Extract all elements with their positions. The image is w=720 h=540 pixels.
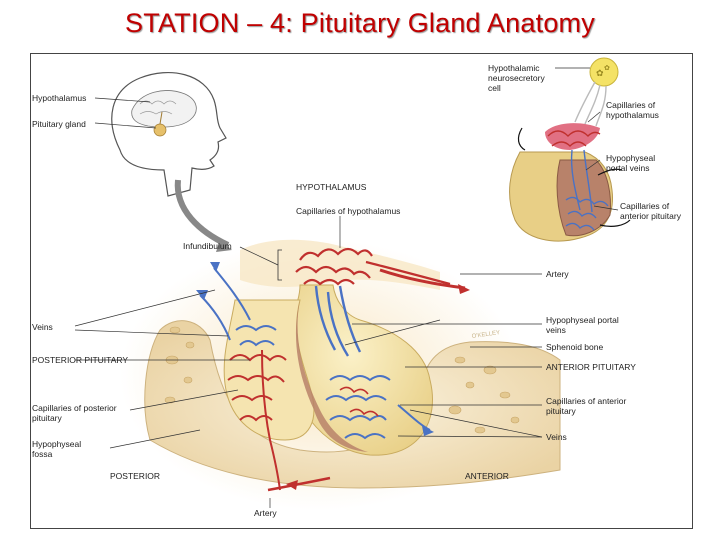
- posterior-pituitary: [223, 299, 315, 441]
- label-artery-bottom: Artery: [254, 508, 277, 518]
- inset-diagram: ✿ ✿: [509, 57, 631, 242]
- zoom-arrow-head: [216, 240, 232, 252]
- label-portal-veins-1: Hypophyseal portal: [546, 315, 619, 325]
- label-inset-cap-ant-1: Capillaries of: [620, 201, 670, 211]
- portal-veins: [314, 285, 362, 357]
- label-posterior-pituitary: POSTERIOR PITUITARY: [32, 355, 128, 365]
- posterior-capillaries: [227, 349, 287, 491]
- slide-title: STATION – 4: Pituitary Gland Anatomy: [125, 8, 595, 38]
- artist-signature: O'KELLEY: [471, 330, 500, 340]
- label-cap-posterior-1: Capillaries of posterior: [32, 403, 117, 413]
- label-cap-anterior-1: Capillaries of anterior: [546, 396, 626, 406]
- head-silhouette: [111, 71, 227, 197]
- bone-texture: [164, 326, 520, 434]
- label-hypothalamic-cell-2: neurosecretory: [488, 73, 545, 83]
- label-hypophyseal-fossa-1: Hypophyseal: [32, 439, 81, 449]
- leader-lines: [74, 216, 543, 508]
- label-inset-cap-hypo-2: hypothalamus: [606, 110, 659, 120]
- label-artery-right: Artery: [546, 269, 569, 279]
- label-inset-portal-1: Hypophyseal: [606, 153, 655, 163]
- label-capillaries-hypothalamus: Capillaries of hypothalamus: [296, 206, 400, 216]
- zoom-arrow: [174, 179, 230, 248]
- label-anterior-pituitary: ANTERIOR PITUITARY: [546, 362, 636, 372]
- label-sphenoid-bone: Sphenoid bone: [546, 342, 603, 352]
- label-hypophyseal-fossa-2: fossa: [32, 449, 53, 459]
- label-cap-posterior-2: pituitary: [32, 413, 63, 423]
- anterior-capillaries: [325, 375, 431, 440]
- label-hypothalamic-cell-1: Hypothalamic: [488, 63, 540, 73]
- label-portal-veins-2: veins: [546, 325, 566, 335]
- label-infundibulum: Infundibulum: [183, 241, 232, 251]
- label-veins-left: Veins: [32, 322, 53, 332]
- label-hypothalamus-heading: HYPOTHALAMUS: [296, 182, 367, 192]
- label-inset-cap-ant-2: anterior pituitary: [620, 211, 682, 221]
- label-hypothalamic-cell-3: cell: [488, 83, 501, 93]
- hypothalamic-capillaries: [295, 247, 451, 286]
- artery-right-vessel: [379, 268, 466, 290]
- label-posterior: POSTERIOR: [110, 471, 160, 481]
- label-cap-anterior-2: pituitary: [546, 406, 577, 416]
- label-veins-right: Veins: [546, 432, 567, 442]
- svg-text:✿: ✿: [604, 65, 610, 72]
- label-pituitary-gland: Pituitary gland: [32, 119, 86, 129]
- label-inset-portal-2: portal veins: [606, 163, 649, 173]
- svg-text:✿: ✿: [596, 68, 604, 78]
- anterior-arterioles: [339, 386, 379, 417]
- label-anterior: ANTERIOR: [465, 471, 509, 481]
- artery-bottom-vessel: [267, 476, 331, 492]
- hypothalamus-region: [240, 239, 440, 290]
- label-hypothalamus: Hypothalamus: [32, 93, 86, 103]
- label-inset-cap-hypo-1: Capillaries of: [606, 100, 656, 110]
